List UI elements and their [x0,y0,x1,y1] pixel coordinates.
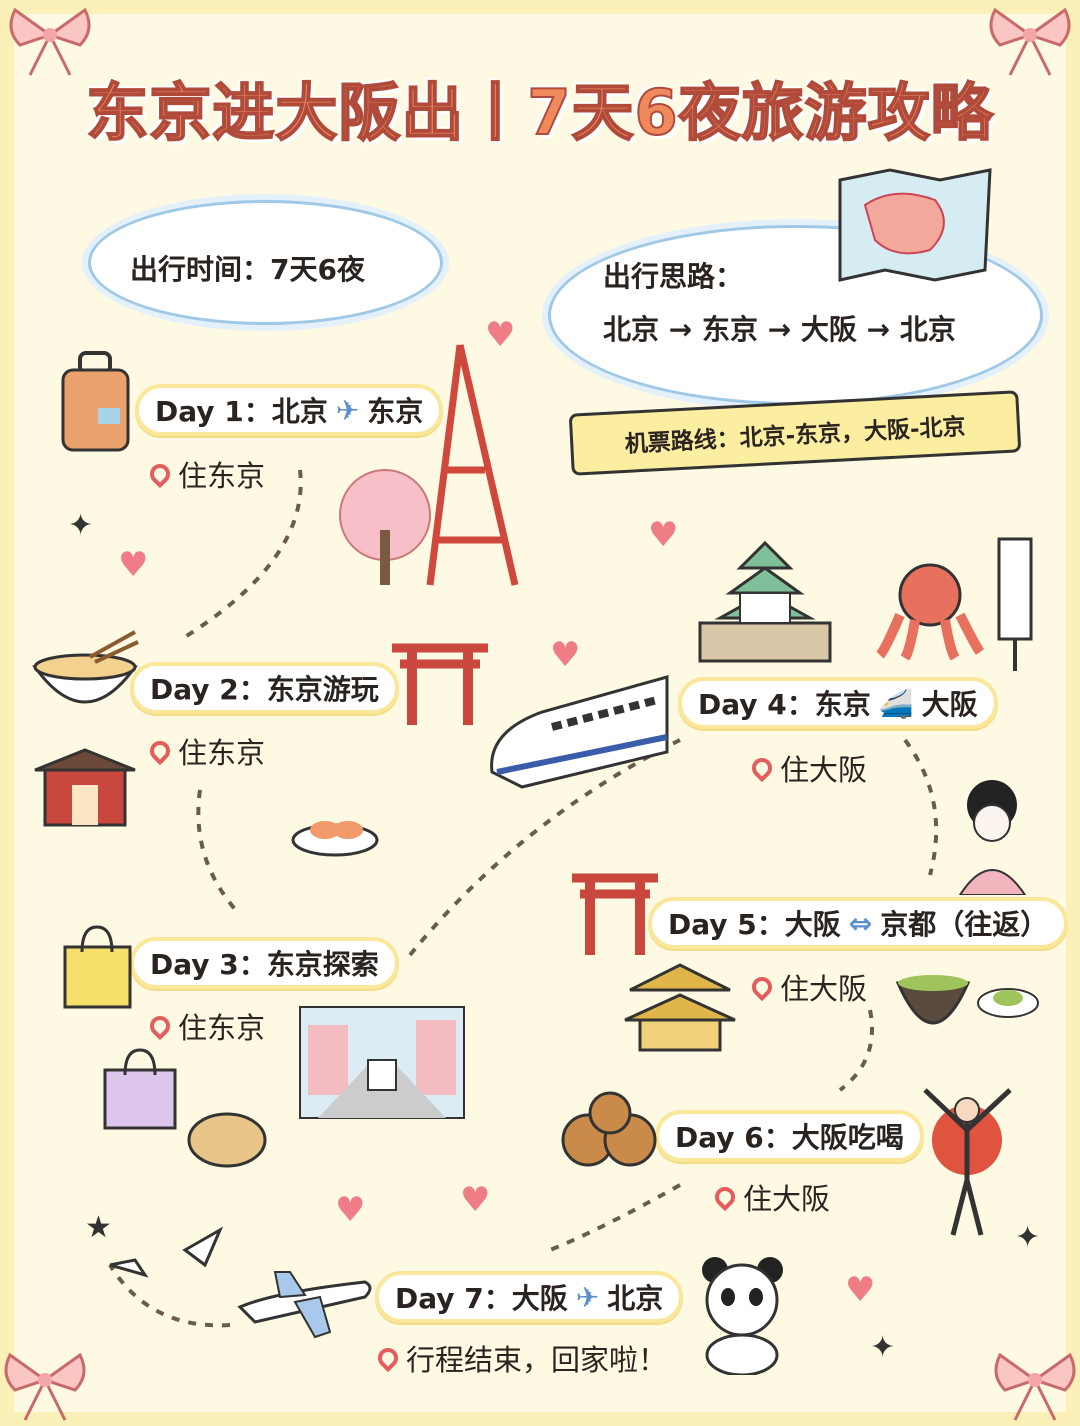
day-3-label: Day 3：东京探索 [150,948,379,981]
heart-icon: ♥ [460,1180,491,1220]
torii-gate-icon [572,873,658,955]
day-1-stay: 住东京 [145,453,266,495]
golden-pavilion-icon [624,963,736,1052]
day-1-label: Day 1：北京 [155,395,328,428]
airplane-icon: ✈ [335,393,360,427]
location-pin-icon [145,1011,175,1041]
day-4-pill: Day 4：东京 🚄 大阪 [678,677,998,729]
day-2-stay-text: 住东京 [178,736,266,770]
octopus-icon [876,563,985,660]
day-7-stay-text: 行程结束，回家啦！ [406,1343,668,1377]
day-6-label: Day 6：大阪吃喝 [675,1121,904,1154]
panda-icon [702,1257,783,1375]
signboard-icon [997,537,1033,671]
round-trip-arrow-icon: ⇔ [848,906,873,940]
tokyo-tower-icon [339,344,519,586]
page-title: 东京进大阪出丨7天6夜旅游攻略 [85,75,994,150]
trip-time-label: 出行时间：7天6夜 [130,253,365,286]
heart-icon: ♥ [118,545,149,585]
temple-gate-icon [34,748,136,827]
ramen-bowl-icon [32,630,139,704]
osaka-castle-icon [698,540,832,663]
shinkansen-train-icon [490,675,669,789]
airplane-icon: ✈ [575,1280,600,1314]
sparkle-icon: ✦ [1015,1220,1041,1255]
day-7-label: Day 7：大阪 [395,1282,568,1315]
day-5-pill: Day 5：大阪 ⇔ 京都（往返） [648,897,1069,949]
day-5-label: Day 5：大阪 [668,908,841,941]
sparkle-icon: ✦ [870,1330,896,1365]
day-1-destination: 东京 [367,395,424,428]
day-6-pill: Day 6：大阪吃喝 [655,1110,924,1162]
location-pin-icon [145,736,175,766]
star-icon: ★ [85,1210,112,1245]
day-4-destination: 大阪 [921,688,978,721]
day-6-stay-text: 住大阪 [743,1182,831,1216]
glico-runner-icon [923,1088,1012,1236]
day-6-stay: 住大阪 [710,1176,831,1218]
bow-icon [989,7,1071,76]
bow-icon [9,7,91,76]
torii-gate-icon [392,643,488,725]
day-3-pill: Day 3：东京探索 [130,937,399,989]
heart-icon: ♥ [550,635,581,675]
location-pin-icon [710,1182,740,1212]
day-7-destination: 北京 [607,1282,664,1315]
location-pin-icon [145,459,175,489]
day-4-stay-text: 住大阪 [780,753,868,787]
day-7-pill: Day 7：大阪 ✈ 北京 [375,1271,684,1323]
sushi-plate-icon [291,821,379,857]
trip-time-cloud [88,200,443,325]
day-2-label: Day 2：东京游玩 [150,673,379,706]
matcha-icon [895,975,1039,1025]
location-pin-icon [747,753,777,783]
sparkle-icon: ✦ [68,508,94,543]
heart-icon: ♥ [335,1190,366,1230]
day-5-destination: 京都（往返） [880,908,1049,941]
day-3-stay-text: 住东京 [178,1011,266,1045]
day-5-stay: 住大阪 [747,966,868,1008]
route-path: 北京 → 东京 → 大阪 → 北京 [603,313,956,346]
bow-icon [4,1352,86,1421]
street-scene-icon [299,1006,465,1119]
route-label: 出行思路： [603,260,744,293]
day-4-stay: 住大阪 [747,747,868,789]
map-icon [838,168,992,282]
geisha-icon [958,780,1027,895]
shinkansen-icon: 🚄 [878,686,914,720]
day-4-label: Day 4：东京 [698,688,871,721]
day-2-pill: Day 2：东京游玩 [130,662,399,714]
bento-icon [187,1112,267,1168]
day-3-stay: 住东京 [145,1005,266,1047]
day-1-stay-text: 住东京 [178,459,266,493]
heart-icon: ♥ [485,315,516,355]
heart-icon: ♥ [648,515,679,555]
takoyaki-icon [561,1091,657,1167]
heart-icon: ♥ [845,1270,876,1310]
day-7-stay: 行程结束，回家啦！ [373,1337,668,1379]
location-pin-icon [373,1343,403,1373]
shopping-bag-icon [103,1048,177,1130]
day-2-stay: 住东京 [145,730,266,772]
airplane-illustration-icon [237,1271,372,1339]
suitcase-icon [61,351,130,452]
day-1-pill: Day 1：北京 ✈ 东京 [135,384,444,436]
bow-icon [994,1352,1076,1421]
day-5-stay-text: 住大阪 [780,972,868,1006]
shopping-bag-icon [63,925,132,1009]
paper-plane-icon [109,1226,224,1278]
